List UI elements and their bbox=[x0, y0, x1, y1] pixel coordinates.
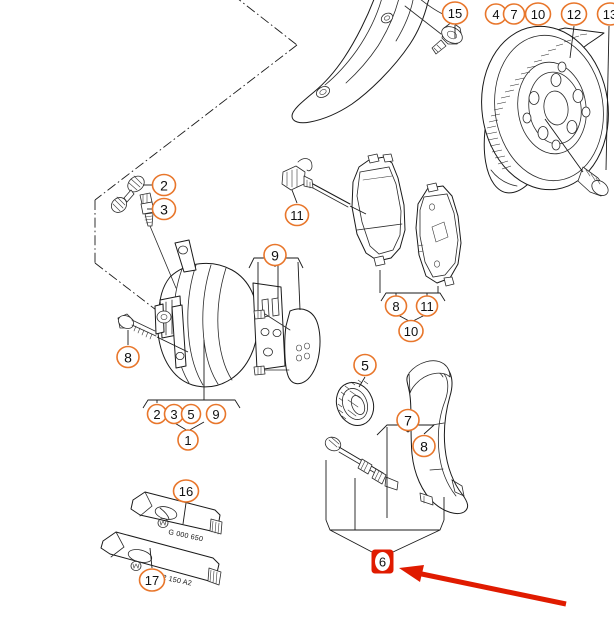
caliper-guide-pins bbox=[253, 309, 291, 376]
callout-label: 12 bbox=[567, 7, 581, 22]
highlighted-callout-label: 6 bbox=[379, 555, 386, 570]
callout-12[interactable]: 12 bbox=[560, 2, 588, 26]
brake-pad-inner bbox=[415, 182, 462, 287]
callout-3-upper[interactable]: 3 bbox=[151, 197, 177, 221]
callout-label: 3 bbox=[170, 407, 177, 422]
callout-8-left-bolt[interactable]: 8 bbox=[116, 345, 140, 369]
grease-tube-17 bbox=[100, 531, 222, 586]
guide-pin-assembly bbox=[324, 436, 399, 491]
callout-label: 7 bbox=[404, 413, 412, 429]
brake-caliper-housing bbox=[154, 239, 286, 388]
caliper-guide-bolt-left bbox=[117, 313, 189, 353]
highlighted-callout-6[interactable]: 6 bbox=[371, 549, 394, 574]
callout-7-carrier[interactable]: 7 bbox=[396, 408, 420, 432]
callout-9-caliper-group[interactable]: 9 bbox=[263, 243, 287, 267]
callout-1-caliper[interactable]: 1 bbox=[177, 429, 199, 451]
callout-2-upper[interactable]: 2 bbox=[151, 173, 177, 197]
callout-label: 4 bbox=[492, 7, 499, 22]
callout-5-seal[interactable]: 5 bbox=[353, 353, 377, 377]
brake-disc bbox=[481, 25, 609, 197]
callout-17-grease[interactable]: 17 bbox=[138, 568, 166, 592]
callout-7-top[interactable]: 7 bbox=[502, 3, 526, 25]
guide-bush-seal bbox=[335, 379, 375, 426]
callout-5-kit[interactable]: 5 bbox=[180, 403, 202, 425]
steering-knuckle bbox=[291, 0, 453, 124]
disc-retaining-screw bbox=[577, 166, 609, 197]
callout-label: 13 bbox=[603, 7, 614, 22]
callout-10-pad-set[interactable]: 10 bbox=[398, 319, 424, 343]
callout-label: 11 bbox=[290, 208, 304, 223]
callout-8-carrier[interactable]: 8 bbox=[412, 434, 436, 458]
callout-11-pad-group[interactable]: 11 bbox=[415, 295, 439, 317]
callout-label: 1 bbox=[184, 433, 191, 448]
leader-lines bbox=[127, 25, 610, 569]
callout-label: 2 bbox=[160, 178, 168, 194]
callout-label: 16 bbox=[179, 484, 193, 499]
callout-label: 7 bbox=[510, 7, 517, 22]
grease-tube-16 bbox=[130, 491, 223, 535]
callout-8-pad-group[interactable]: 8 bbox=[384, 295, 408, 317]
bleeder-screw-part-3 bbox=[139, 192, 177, 289]
callout-label: 10 bbox=[404, 324, 418, 339]
callout-16-grease[interactable]: 16 bbox=[172, 479, 200, 503]
callout-label: 5 bbox=[361, 358, 369, 374]
callout-9-kit[interactable]: 9 bbox=[205, 403, 227, 425]
brake-pad-outer bbox=[351, 153, 406, 267]
callout-label: 8 bbox=[392, 299, 399, 314]
callout-label: 8 bbox=[124, 350, 132, 366]
callout-label: 11 bbox=[420, 299, 434, 314]
callout-label: 10 bbox=[531, 7, 545, 22]
callout-label: 2 bbox=[153, 407, 160, 422]
callout-label: 5 bbox=[187, 407, 194, 422]
callout-13[interactable]: 13 bbox=[596, 2, 614, 26]
callout-label: 15 bbox=[448, 6, 462, 21]
callout-label: 8 bbox=[420, 439, 428, 455]
callout-label: 9 bbox=[212, 407, 219, 422]
callout-label: 9 bbox=[271, 248, 279, 264]
guide-pin-part-2 bbox=[110, 175, 145, 213]
callout-label: 17 bbox=[145, 573, 159, 588]
callout-label: 3 bbox=[160, 202, 168, 218]
caliper-backplate bbox=[284, 308, 321, 385]
brake-wear-sensor bbox=[281, 158, 367, 215]
callout-11-sensor[interactable]: 11 bbox=[284, 203, 310, 227]
callout-10-top[interactable]: 10 bbox=[524, 2, 552, 26]
callout-15[interactable]: 15 bbox=[441, 1, 469, 25]
caliper-carrier-bracket bbox=[406, 360, 469, 515]
red-pointer-arrow bbox=[399, 565, 567, 607]
